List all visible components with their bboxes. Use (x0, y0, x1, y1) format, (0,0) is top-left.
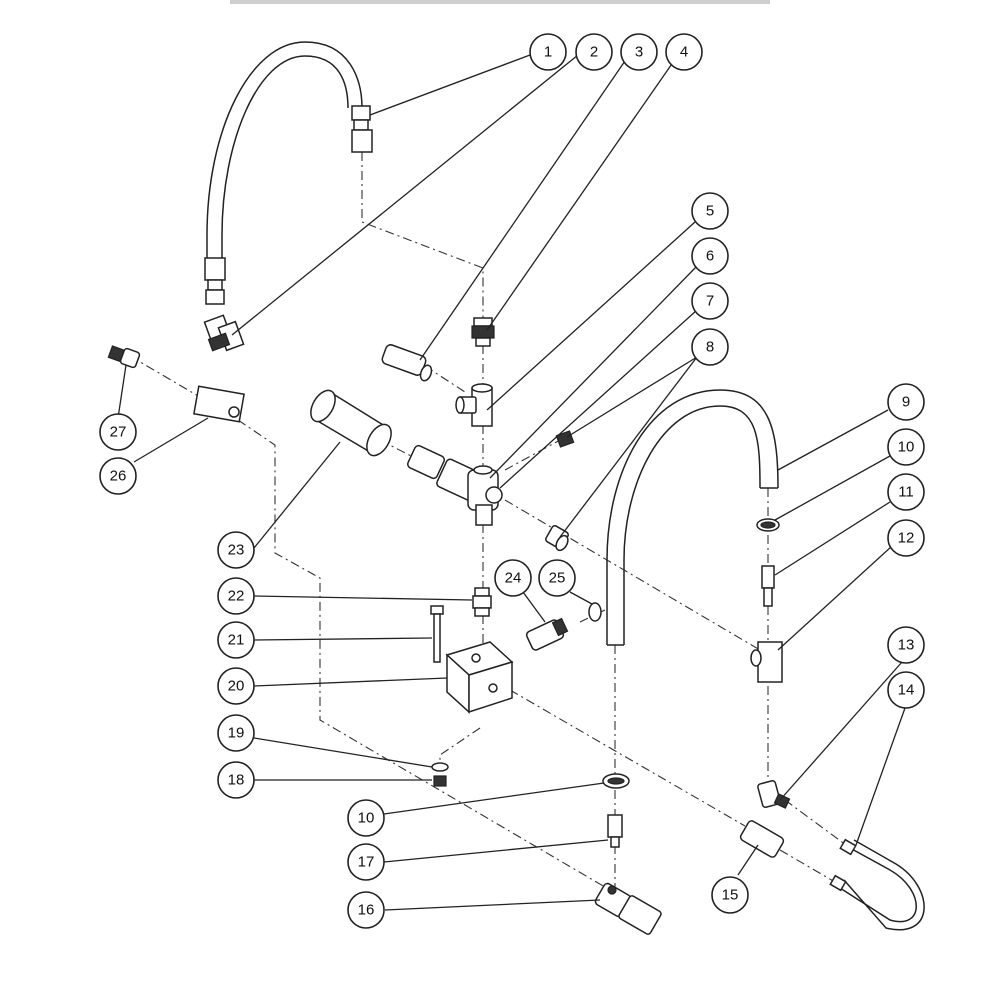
callout-label: 26 (110, 468, 127, 485)
cropped-header-bar (230, 0, 770, 4)
callout-19: 19 (217, 714, 255, 752)
callout-label: 2 (590, 44, 598, 61)
callout-23: 23 (217, 531, 255, 569)
callout-27: 27 (99, 413, 137, 451)
part-5-tee (455, 383, 493, 427)
callout-label: 20 (228, 678, 245, 695)
callout-label: 15 (722, 887, 739, 904)
part-23-cover-sleeve (310, 389, 392, 457)
callout-label: 10 (358, 810, 375, 827)
part-18-nut (433, 775, 447, 787)
callout-5: 5 (691, 192, 729, 230)
part-10-clamp-lower (602, 773, 630, 789)
callout-2: 2 (575, 33, 613, 71)
callout-20: 20 (217, 667, 255, 705)
part-19-washer (431, 762, 449, 772)
callout-14: 14 (887, 671, 925, 709)
assembly-centerlines (129, 152, 851, 891)
part-26-block (193, 385, 245, 423)
callout-1: 1 (529, 33, 567, 71)
callout-10-upper: 10 (887, 428, 925, 466)
callout-label: 8 (706, 339, 714, 356)
part-27-fitting (107, 345, 141, 369)
part-16-coupler (594, 882, 662, 935)
callout-label: 24 (505, 570, 522, 587)
callout-21: 21 (217, 621, 255, 659)
part-12-block (750, 641, 783, 683)
callout-label: 13 (898, 637, 915, 654)
part-22-nipple (472, 587, 492, 617)
callout-22: 22 (217, 577, 255, 615)
callout-4: 4 (665, 33, 703, 71)
callout-17: 17 (347, 843, 385, 881)
part-8-bushing (545, 525, 569, 552)
callout-label: 7 (706, 293, 714, 310)
part-3-inline-filter (381, 344, 433, 382)
part-15-filter (739, 820, 785, 858)
callout-9: 9 (887, 383, 925, 421)
part-24-coupler-nipple (525, 617, 569, 651)
callout-3: 3 (620, 33, 658, 71)
callout-label: 23 (228, 542, 245, 559)
callout-label: 11 (898, 484, 914, 501)
callout-label: 25 (549, 570, 566, 587)
callout-15: 15 (711, 876, 749, 914)
part-17-barb (607, 814, 623, 848)
callout-label: 21 (228, 632, 245, 649)
callout-25: 25 (538, 559, 576, 597)
part-11-barb (761, 565, 775, 607)
part-13-elbow (757, 780, 791, 809)
part-6-valve-body (406, 444, 503, 526)
callout-11: 11 (887, 473, 925, 511)
part-25-o-ring (588, 602, 602, 622)
part-14-u-tube (829, 838, 925, 931)
callout-label: 4 (680, 44, 688, 61)
callout-10-lower: 10 (347, 799, 385, 837)
part-20-manifold-block (445, 641, 514, 714)
callout-label: 27 (110, 424, 127, 441)
callout-12: 12 (887, 519, 925, 557)
callout-24: 24 (494, 559, 532, 597)
callout-16: 16 (347, 891, 385, 929)
part-4-nipple (471, 317, 495, 347)
callout-label: 1 (544, 44, 552, 61)
callout-label: 18 (228, 772, 245, 789)
callout-8: 8 (691, 328, 729, 366)
callout-label: 22 (228, 588, 245, 605)
callout-label: 9 (902, 394, 910, 411)
part-1-upper-hose (204, 41, 373, 305)
callout-label: 10 (898, 439, 915, 456)
callout-label: 3 (635, 44, 643, 61)
part-2-elbow-fitting (203, 314, 245, 352)
part-10-clamp-upper (756, 518, 780, 532)
callout-label: 14 (898, 682, 915, 699)
callout-label: 5 (706, 203, 714, 220)
callout-26: 26 (99, 457, 137, 495)
callout-label: 19 (228, 725, 245, 742)
callout-13: 13 (887, 626, 925, 664)
part-9-lower-hose (606, 389, 779, 646)
callout-7: 7 (691, 282, 729, 320)
callout-label: 16 (358, 902, 375, 919)
leader-lines (117, 54, 906, 911)
callout-label: 12 (898, 530, 915, 547)
callout-label: 6 (706, 248, 714, 265)
part-21-bolt (430, 605, 444, 663)
callout-18: 18 (217, 761, 255, 799)
callout-6: 6 (691, 237, 729, 275)
callout-label: 17 (358, 854, 375, 871)
part-7-plug (555, 430, 575, 448)
